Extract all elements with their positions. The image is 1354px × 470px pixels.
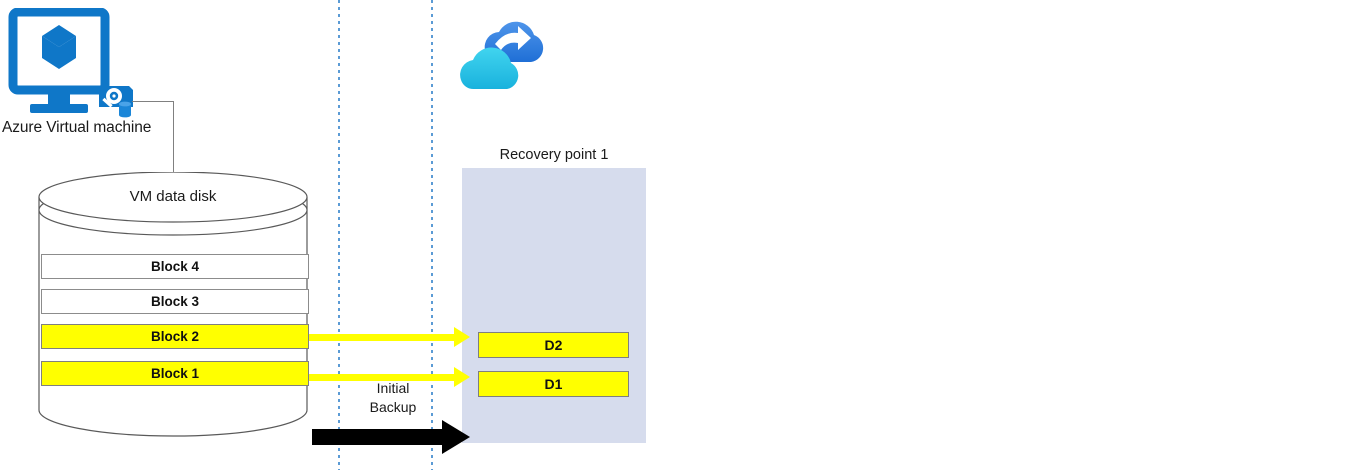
recovery-item-d2-label: D2 (544, 337, 563, 353)
connector-vertical (173, 101, 175, 185)
guide-line-left (338, 0, 340, 470)
initial-backup-arrow-shaft (312, 429, 443, 445)
initial-backup-line2: Backup (369, 399, 417, 415)
disk-block-3: Block 3 (41, 289, 309, 314)
azure-vm-label: Azure Virtual machine (2, 119, 152, 136)
disk-block-1: Block 1 (41, 361, 309, 386)
disk-block-3-label: Block 3 (150, 294, 200, 309)
disk-block-4: Block 4 (41, 254, 309, 279)
recovery-item-d1: D1 (478, 371, 629, 397)
disk-block-1-label: Block 1 (150, 366, 200, 381)
arrow-block1-to-d1-head (454, 367, 470, 387)
arrow-block1-to-d1-shaft (306, 374, 455, 381)
recovery-point-panel (462, 168, 646, 443)
initial-backup-line1: Initial (376, 380, 410, 396)
connector-horizontal (132, 101, 174, 103)
initial-backup-label: Initial Backup (355, 379, 431, 417)
arrow-block2-to-d2-shaft (306, 334, 455, 341)
disk-block-2: Block 2 (41, 324, 309, 349)
azure-backup-cloud-icon (455, 8, 565, 98)
disk-block-2-label: Block 2 (150, 329, 200, 344)
hard-disk-icon (97, 84, 135, 119)
arrow-block2-to-d2-head (454, 327, 470, 347)
recovery-point-title: Recovery point 1 (499, 147, 609, 163)
vm-data-disk-title: VM data disk (129, 188, 217, 205)
recovery-item-d2: D2 (478, 332, 629, 358)
initial-backup-arrow-head (442, 420, 470, 454)
guide-line-right (431, 0, 433, 470)
azure-virtual-machine-icon (8, 7, 138, 118)
disk-block-4-label: Block 4 (150, 259, 200, 274)
recovery-item-d1-label: D1 (544, 376, 563, 392)
